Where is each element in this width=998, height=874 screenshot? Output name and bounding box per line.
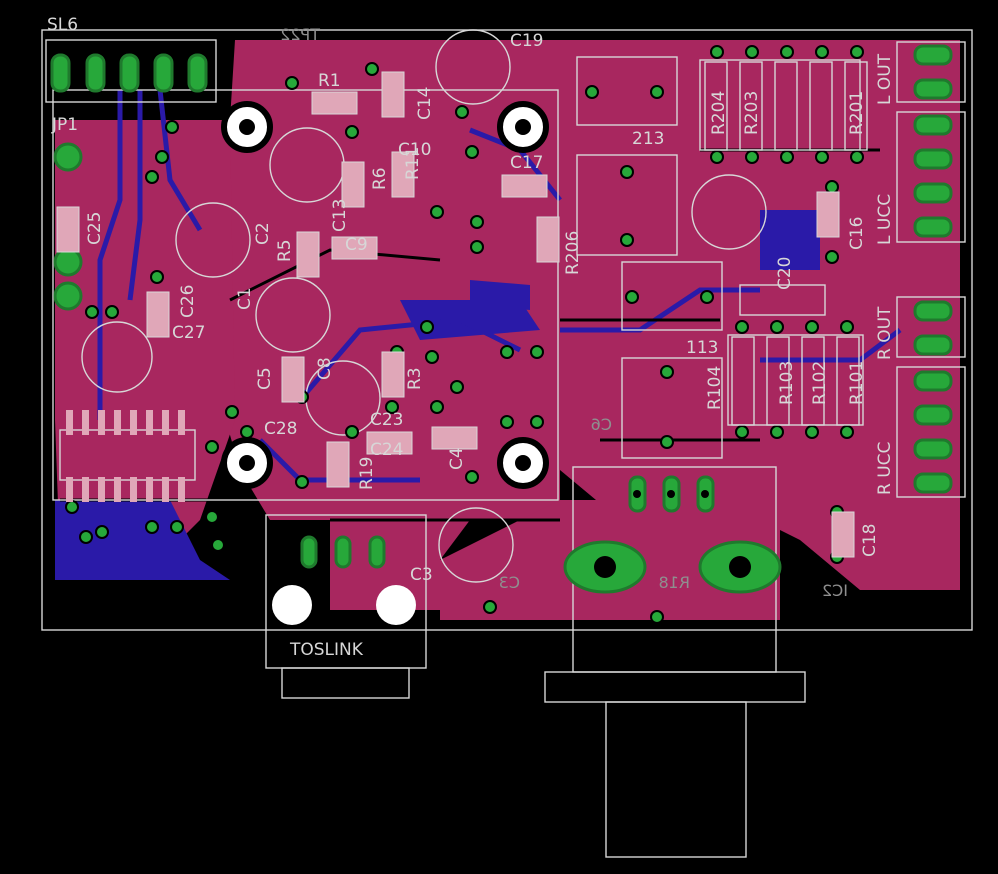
label-c13: C13 [330, 198, 350, 232]
label-c23: C23 [370, 410, 404, 430]
label-r-out: R OUT [875, 306, 895, 360]
label-r11: R11 [403, 147, 423, 180]
label-r1: R1 [318, 71, 341, 91]
label-c19: C19 [510, 31, 544, 51]
sl6-header-pads [50, 53, 208, 93]
label-toslink: TOSLINK [289, 640, 364, 660]
label-r206: R206 [563, 231, 583, 275]
label-c5: C5 [255, 367, 275, 390]
label-c25: C25 [85, 211, 105, 245]
label-c26: C26 [178, 284, 198, 318]
resistor-outlines [704, 61, 868, 426]
label-jp1: JP1 [51, 115, 78, 135]
label-r18-mirror: R18 [659, 573, 690, 592]
jumper-pads [53, 142, 83, 311]
label-c17: C17 [510, 153, 544, 173]
label-c14: C14 [415, 86, 435, 120]
label-r203: R203 [742, 91, 762, 135]
mounting-holes [221, 101, 549, 625]
label-c2: C2 [253, 222, 273, 245]
silkscreen-frames [45, 39, 966, 858]
label-c8: C8 [315, 357, 335, 380]
label-c6-mirror: C6 [591, 415, 612, 434]
label-113: 113 [686, 338, 718, 358]
label-r19: R19 [357, 457, 377, 490]
bottom-copper-layer [55, 210, 820, 580]
label-c27: C27 [172, 323, 206, 343]
label-sl6: SL6 [47, 15, 78, 35]
label-r101: R101 [847, 361, 867, 405]
label-r6: R6 [370, 167, 390, 190]
label-r104: R104 [705, 366, 725, 410]
label-l-out: L OUT [875, 53, 895, 105]
label-r201: R201 [847, 91, 867, 135]
label-c3-mirror: C3 [499, 573, 520, 592]
silkscreen-labels: SL6 JP1 C19 C17 R1 C9 213 113 C28 C3 TOS… [47, 15, 895, 660]
label-r103: R103 [777, 361, 797, 405]
pad-holes [594, 490, 751, 578]
label-l-ucc: L UCC [875, 194, 895, 245]
label-ic2-mirror: IC2 [822, 581, 848, 600]
board-outline [41, 29, 973, 631]
output-connector-pads [913, 44, 953, 494]
label-c16: C16 [847, 216, 867, 250]
label-tp22-mirror: TP22 [280, 25, 321, 44]
label-213: 213 [632, 129, 664, 149]
label-c28: C28 [264, 419, 298, 439]
label-c4: C4 [447, 447, 467, 470]
label-c10: C10 [398, 140, 432, 160]
label-c18: C18 [860, 523, 880, 557]
bottom-traces [97, 89, 902, 483]
label-r204: R204 [709, 91, 729, 135]
label-r-ucc: R UCC [875, 442, 895, 495]
label-c9: C9 [345, 235, 368, 255]
label-r102: R102 [810, 361, 830, 405]
label-c1: C1 [235, 287, 255, 310]
electrolytic-capacitors [81, 29, 767, 583]
smd-components [56, 71, 855, 558]
label-c20: C20 [775, 256, 795, 290]
label-r3: R3 [405, 367, 425, 390]
label-c24: C24 [370, 440, 404, 460]
label-r5: R5 [275, 239, 295, 262]
label-c3: C3 [410, 565, 433, 585]
soic-chip [66, 410, 185, 502]
